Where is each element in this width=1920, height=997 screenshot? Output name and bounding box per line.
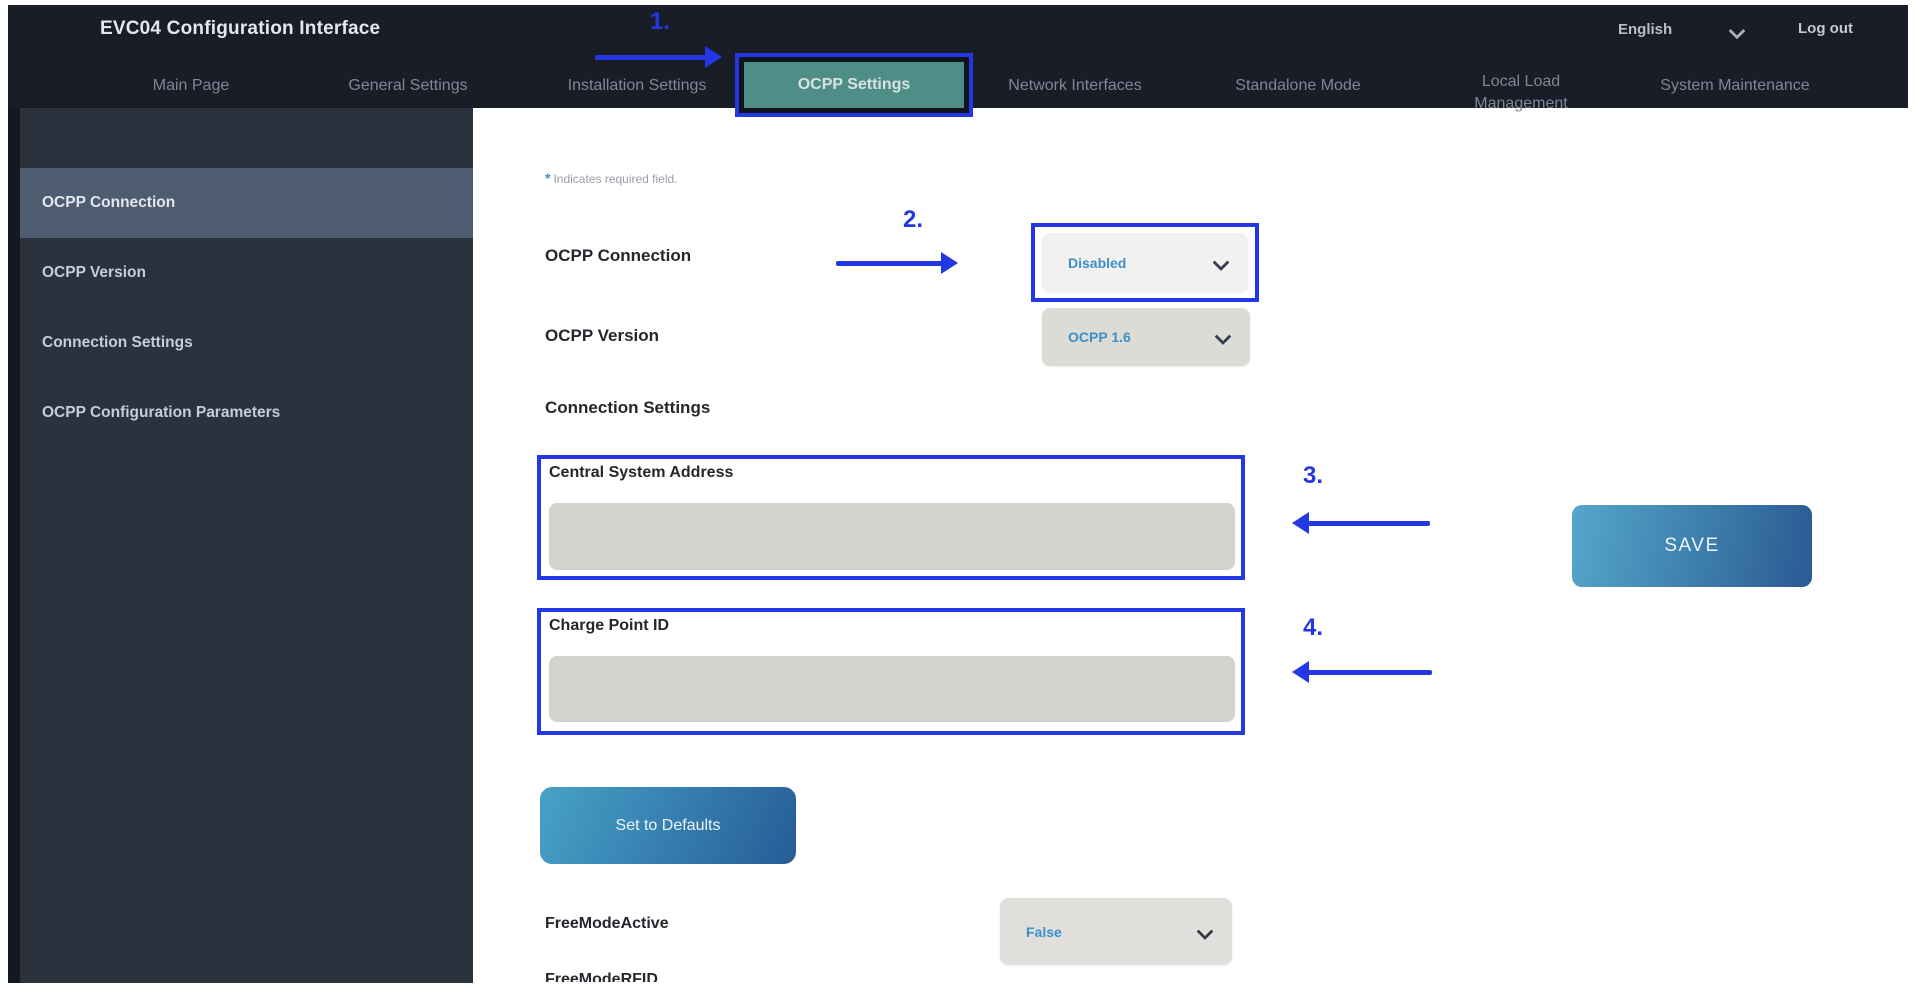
tab-general-settings[interactable]: General Settings: [348, 77, 468, 94]
free-mode-active-select-value: False: [1026, 923, 1062, 940]
charge-point-id-label: Charge Point ID: [549, 617, 670, 634]
chevron-down-icon: [1198, 923, 1212, 937]
tab-network-interfaces[interactable]: Network Interfaces: [1008, 77, 1142, 94]
annotation-arrow-1-icon: [595, 46, 722, 68]
tab-ocpp-settings[interactable]: OCPP Settings: [744, 62, 964, 108]
ocpp-connection-select[interactable]: Disabled: [1042, 233, 1248, 292]
annotation-step-1: 1.: [650, 8, 671, 35]
chevron-down-icon: [1216, 329, 1230, 343]
annotation-step-3: 3.: [1303, 462, 1324, 489]
tab-system-maintenance[interactable]: System Maintenance: [1660, 77, 1810, 94]
chevron-down-icon: [1214, 254, 1228, 268]
sidebar-item-ocpp-configuration-parameters[interactable]: OCPP Configuration Parameters: [42, 404, 281, 421]
ocpp-version-label: OCPP Version: [545, 326, 660, 345]
central-system-address-label: Central System Address: [549, 464, 734, 481]
set-to-defaults-button[interactable]: Set to Defaults: [540, 787, 796, 864]
tab-installation-settings[interactable]: Installation Settings: [567, 77, 707, 94]
annotation-step-4: 4.: [1303, 614, 1324, 641]
tab-standalone-mode[interactable]: Standalone Mode: [1235, 77, 1361, 94]
annotation-arrow-3-icon: [1292, 512, 1430, 534]
required-note-text: Indicates required field.: [553, 172, 678, 186]
central-system-address-input[interactable]: [549, 503, 1235, 570]
annotation-step-2: 2.: [903, 206, 924, 233]
chevron-down-icon[interactable]: [1730, 25, 1743, 38]
header-bar: EVC04 Configuration Interface English Lo…: [8, 5, 1908, 117]
sidebar-item-connection-settings[interactable]: Connection Settings: [42, 334, 193, 351]
connection-settings-heading: Connection Settings: [545, 398, 711, 417]
ocpp-connection-label: OCPP Connection: [545, 246, 692, 265]
free-mode-rfid-label: FreeModeRFID: [545, 971, 658, 982]
annotation-arrow-2-icon: [836, 252, 958, 274]
charge-point-id-input[interactable]: [549, 656, 1235, 722]
required-asterisk: *: [545, 170, 551, 186]
ocpp-version-select-value: OCPP 1.6: [1068, 329, 1131, 345]
tab-ocpp-settings-label: OCPP Settings: [797, 76, 911, 93]
sidebar-item-ocpp-connection[interactable]: OCPP Connection: [20, 168, 473, 238]
language-selector[interactable]: English: [1618, 21, 1673, 38]
save-button[interactable]: SAVE: [1572, 505, 1812, 587]
required-field-note: *Indicates required field.: [545, 170, 678, 186]
tab-main-page[interactable]: Main Page: [152, 77, 230, 94]
free-mode-active-label: FreeModeActive: [545, 915, 669, 932]
page-title: EVC04 Configuration Interface: [100, 18, 381, 39]
logout-button[interactable]: Log out: [1798, 20, 1853, 37]
annotation-arrow-4-icon: [1292, 661, 1432, 683]
free-mode-active-select[interactable]: False: [1000, 898, 1232, 965]
sidebar-item-ocpp-version[interactable]: OCPP Version: [42, 264, 146, 281]
sidebar: OCPP Connection OCPP Version Connection …: [8, 108, 473, 983]
tab-local-load-management[interactable]: Local Load Management: [1474, 73, 1568, 112]
free-mode-rfid-label-clipped: FreeModeRFID: [545, 971, 845, 982]
ocpp-connection-select-value: Disabled: [1068, 254, 1127, 271]
ocpp-version-select[interactable]: OCPP 1.6: [1042, 308, 1250, 366]
tab-ocpp-settings-annotation-box: OCPP Settings: [735, 53, 973, 117]
